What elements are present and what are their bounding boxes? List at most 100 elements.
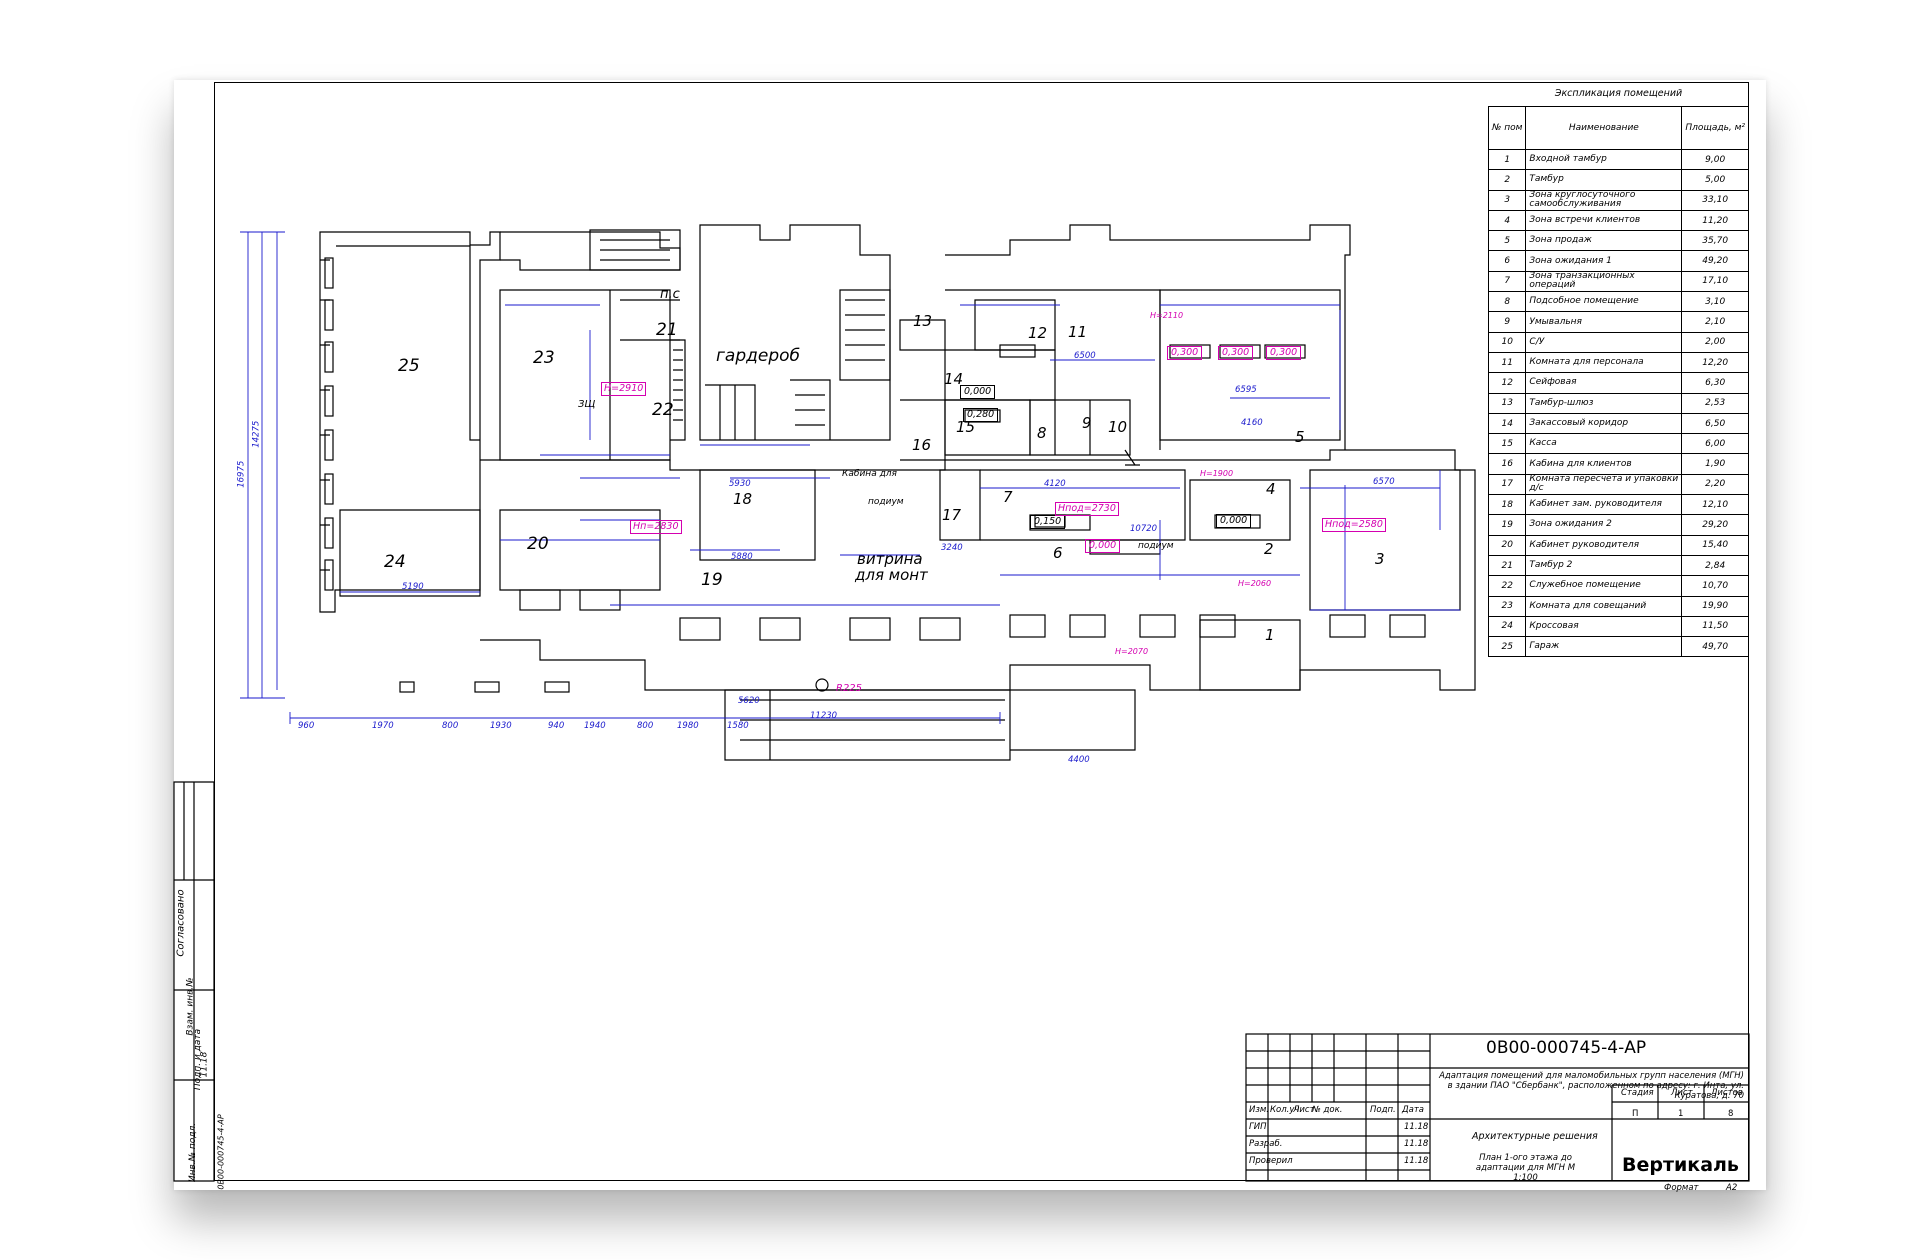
row-area: 1,90 [1681,453,1749,475]
mark-h2830: Нп=2830 [630,520,682,534]
stamp-inv-orig: Инв.№ подл. [188,1122,199,1183]
room-number-10: 10 [1108,418,1128,436]
row-name: Комната пересчета и упаковки д/с [1525,473,1683,496]
row-num: 7 [1487,270,1527,293]
title-block: 0В00-000745-4-АР Адаптация помещений для… [1246,1034,1749,1193]
dim-6500: 6500 [1074,351,1096,361]
row-num: 8 [1487,291,1527,313]
dim-5930: 5930 [729,479,751,489]
room-number-1: 1 [1265,626,1275,644]
row-area: 12,20 [1681,351,1749,374]
header-num: № пом [1487,106,1527,150]
stair-21 [670,339,686,441]
mark-h2070: Н=2070 [1115,647,1149,656]
row-name: Зона продаж [1525,230,1683,252]
window-l5 [324,429,334,461]
room-17-wall [939,469,981,541]
dim-6595: 6595 [1235,385,1257,395]
label-kabina: Кабина для [842,469,897,479]
col-list: Лист [1293,1105,1315,1115]
room-number-16: 16 [912,436,932,454]
level-mark-0300-c: 0,300 [1266,346,1302,360]
row-name: Тамбур [1525,169,1683,191]
row-area: 5,00 [1681,169,1749,191]
format-value: А2 [1726,1183,1738,1193]
row-name: Тамбур 2 [1525,554,1683,577]
row-num: 1 [1487,148,1527,171]
row-num: 25 [1487,636,1527,658]
row-name: Касса [1525,433,1683,455]
row-num: 9 [1487,311,1527,333]
row-name: Сейфовая [1525,372,1683,394]
row-area: 49,20 [1681,250,1749,272]
row-num: 22 [1487,575,1527,597]
stamp-sign-date-value: 11.18 [199,1051,210,1078]
row-num: 2 [1487,169,1527,191]
level-mark-0280: 0,280 [963,408,999,422]
row-num: 11 [1487,351,1527,374]
row-area: 49,70 [1681,636,1749,658]
room-3-wall [1309,469,1461,611]
role-razrab-date: 11.18 [1404,1139,1429,1149]
row-name: Служебное помещение [1525,575,1683,597]
dim-10720: 10720 [1130,524,1158,534]
room-number-22: 22 [652,400,674,420]
level-mark-0300-b: 0,300 [1218,346,1254,360]
section-name: Архитектурные решения [1472,1131,1598,1142]
row-name: Кабинет зам. руководителя [1525,494,1683,516]
dim-5190: 5190 [402,582,424,592]
garderob-stair-right [839,289,891,381]
dim-bottom-6: 800 [637,721,654,731]
col-doc: № док. [1312,1105,1343,1115]
explication-title: Экспликация помещений [1554,88,1683,99]
mark-h1900: Н=1900 [1200,469,1234,478]
room-number-8: 8 [1037,424,1047,442]
row-area: 19,90 [1681,595,1749,617]
row-area: 2,84 [1681,554,1749,577]
role-razrab: Разраб. [1249,1139,1283,1149]
room-24-wall [339,509,481,597]
row-area: 12,10 [1681,494,1749,516]
room-number-12: 12 [1028,324,1048,342]
row-num: 17 [1487,473,1527,496]
wall-garage-inner [336,245,480,441]
sheet-header: Лист [1671,1088,1693,1098]
row-num: 10 [1487,331,1527,353]
window-l3 [324,341,334,373]
room-number-7: 7 [1003,488,1013,506]
row-area: 6,50 [1681,412,1749,435]
role-gip-date: 11.18 [1404,1122,1429,1132]
stage-header: Стадия [1621,1088,1654,1098]
room-number-11: 11 [1068,323,1088,341]
mark-h2730: Нпод=2730 [1055,502,1119,516]
sheets-value: 8 [1728,1109,1734,1119]
room-number-14: 14 [944,370,964,388]
col-sign: Подп. [1370,1105,1396,1115]
dim-left-ends [240,231,285,699]
role-checked-date: 11.18 [1404,1156,1429,1166]
room-20-wall [499,509,661,591]
row-area: 2,53 [1681,392,1749,414]
dim-bottom-horizontal [289,712,1001,724]
row-name: Зона транзакционных операций [1525,270,1683,293]
row-name: Зона ожидания 1 [1525,250,1683,272]
row-num: 4 [1487,209,1527,232]
window-l8 [324,559,334,591]
header-name: Наименование [1525,106,1683,150]
row-num: 14 [1487,412,1527,435]
mark-h2580: Нпод=2580 [1322,518,1386,532]
label-zsch: ЗЩ [578,399,596,410]
room-23-22 [499,289,671,461]
